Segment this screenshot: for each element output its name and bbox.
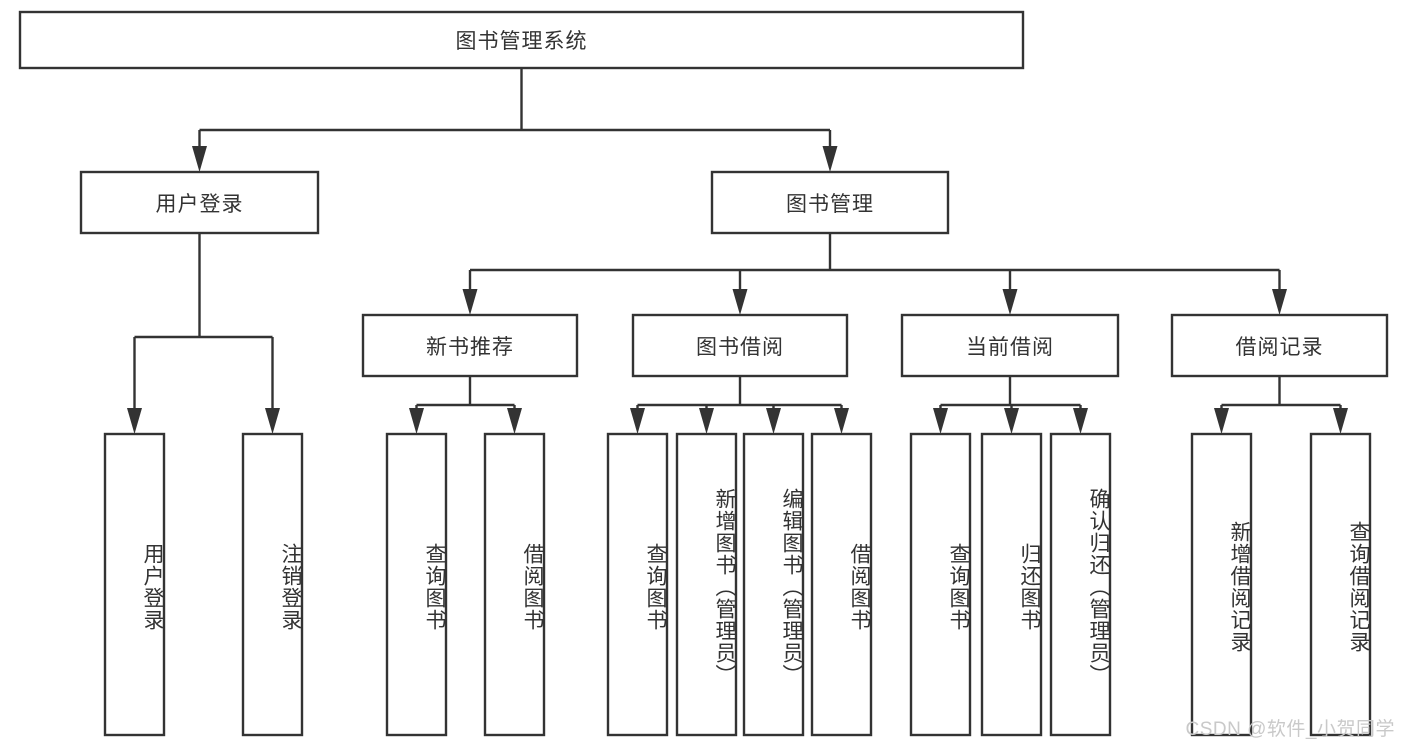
connector-group-user-login <box>127 233 280 434</box>
connector-group-book-manage <box>462 233 1287 315</box>
node-box-leaf-query-book-3[interactable] <box>909 432 972 737</box>
connector-group-borrow-record <box>1214 376 1348 434</box>
node-box-leaf-borrow-book-1[interactable] <box>483 432 546 737</box>
arrow-head-icon <box>127 408 142 434</box>
node-box-leaf-add-record[interactable] <box>1190 432 1253 737</box>
node-box-leaf-user-logout[interactable] <box>241 432 304 737</box>
arrow-head-icon <box>409 408 424 434</box>
arrow-head-icon <box>732 289 748 315</box>
arrow-head-icon <box>1272 289 1287 315</box>
connector-group-current-borrow <box>933 376 1088 434</box>
node-box-book-borrow[interactable] <box>631 313 849 378</box>
node-box-leaf-edit-book[interactable] <box>742 432 805 737</box>
arrow-head-icon <box>462 289 478 315</box>
node-box-book-manage[interactable] <box>710 170 950 235</box>
arrow-head-icon <box>699 408 714 434</box>
node-box-current-borrow[interactable] <box>900 313 1120 378</box>
arrow-head-icon <box>822 146 838 172</box>
arrow-head-icon <box>1333 408 1348 434</box>
arrow-head-icon <box>265 408 280 434</box>
node-box-leaf-add-book[interactable] <box>675 432 738 737</box>
arrow-head-icon <box>1214 408 1229 434</box>
node-box-leaf-query-book-2[interactable] <box>606 432 669 737</box>
connector-layer <box>127 68 1348 434</box>
node-box-leaf-query-book-1[interactable] <box>385 432 448 737</box>
node-box-root[interactable] <box>18 10 1025 70</box>
node-box-leaf-query-record[interactable] <box>1309 432 1372 737</box>
node-box-new-book-rec[interactable] <box>361 313 579 378</box>
arrow-head-icon <box>1073 408 1088 434</box>
node-box-leaf-confirm-return[interactable] <box>1049 432 1112 737</box>
node-layer <box>18 10 1389 737</box>
arrow-head-icon <box>1004 408 1019 434</box>
connector-group-root <box>192 68 838 172</box>
connector-group-new-book-rec <box>409 376 522 434</box>
arrow-head-icon <box>1002 289 1018 315</box>
arrow-head-icon <box>933 408 948 434</box>
arrow-head-icon <box>507 408 522 434</box>
node-box-leaf-user-login[interactable] <box>103 432 166 737</box>
arrow-head-icon <box>834 408 849 434</box>
node-box-leaf-borrow-book-2[interactable] <box>810 432 873 737</box>
arrow-head-icon <box>192 146 207 172</box>
arrow-head-icon <box>630 408 645 434</box>
node-box-leaf-return-book[interactable] <box>980 432 1043 737</box>
node-box-user-login[interactable] <box>79 170 320 235</box>
connector-group-book-borrow <box>630 376 849 434</box>
arrow-head-icon <box>766 408 781 434</box>
node-box-borrow-record[interactable] <box>1170 313 1389 378</box>
